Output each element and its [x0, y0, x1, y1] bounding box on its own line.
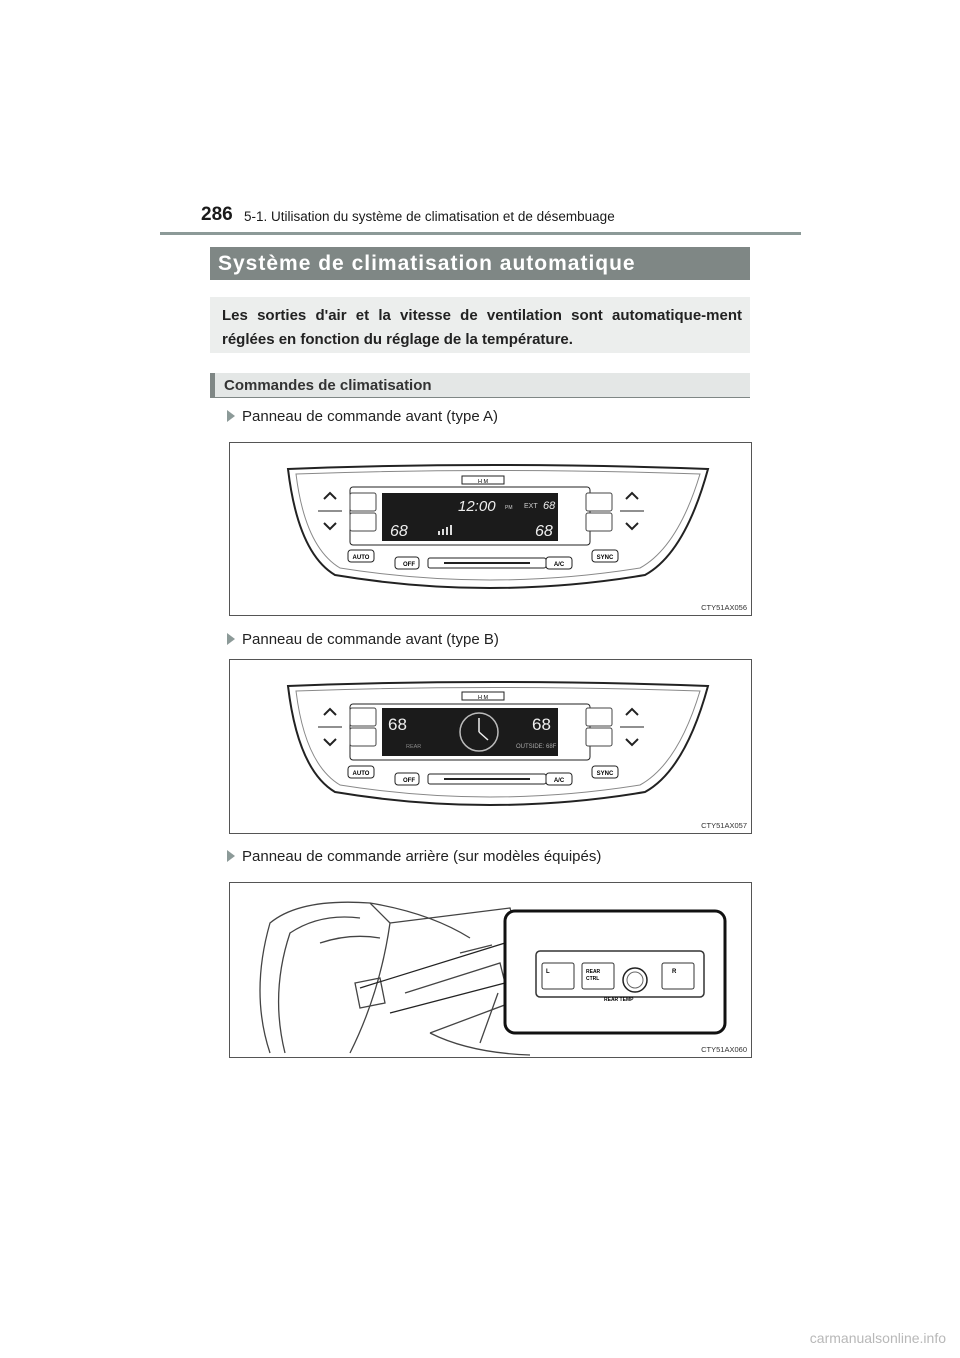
rear-ctrl-label-1: REAR	[586, 969, 601, 975]
off-label: OFF	[403, 778, 415, 784]
temp-down-right-icon[interactable]	[625, 522, 639, 531]
ac-label: A/C	[554, 778, 565, 784]
sync-label: SYNC	[597, 555, 614, 561]
rear-ctrl-label-2: CTRL	[586, 976, 599, 982]
right-seat-heater-button[interactable]	[661, 962, 695, 990]
bullet-label: Panneau de commande avant (type B)	[242, 631, 499, 648]
figure-rear-panel: L REAR CTRL REAR TEMP R CTY51AX060	[229, 882, 752, 1058]
display-ext-label: EXT	[524, 503, 538, 510]
display-temp-left: 68	[390, 523, 408, 540]
subsection-marker	[210, 373, 215, 398]
triangle-bullet-icon	[227, 850, 235, 862]
display-rear-label: REAR	[406, 744, 421, 750]
temp-down-left-icon[interactable]	[323, 738, 337, 747]
ac-button[interactable]	[545, 556, 573, 570]
bullet-item-rear: Panneau de commande arrière (sur modèles…	[227, 848, 601, 865]
header-rule	[160, 232, 801, 235]
off-button[interactable]	[394, 556, 420, 570]
bullet-label: Panneau de commande avant (type A)	[242, 408, 498, 425]
off-label: OFF	[403, 562, 415, 568]
bullet-item-type-a: Panneau de commande avant (type A)	[227, 408, 498, 425]
rear-defrost-button[interactable]	[585, 707, 613, 727]
temp-up-right-icon[interactable]	[625, 707, 639, 716]
temp-up-right-icon[interactable]	[625, 491, 639, 500]
temp-down-right-icon[interactable]	[625, 738, 639, 747]
display-ext-temp: 68	[543, 500, 556, 512]
rear-defrost-button[interactable]	[585, 492, 613, 512]
front-defrost-button[interactable]	[349, 707, 377, 727]
display-screen	[382, 493, 558, 541]
left-seat-heater-button[interactable]	[541, 962, 575, 990]
figure-code: CTY51AX060	[701, 1045, 747, 1054]
sync-button[interactable]	[591, 549, 619, 563]
subsection-bar	[210, 373, 750, 398]
ac-label: A/C	[554, 562, 565, 568]
display-temp-right: 68	[532, 715, 551, 734]
auto-label: AUTO	[353, 555, 370, 561]
off-button[interactable]	[394, 772, 420, 786]
ac-button[interactable]	[545, 772, 573, 786]
auto-button[interactable]	[347, 765, 375, 779]
figure-panel-type-b: H M 68 68 REAR OUTSIDE: 68F AUTO OFF A/C…	[229, 659, 752, 834]
temp-down-left-icon[interactable]	[323, 522, 337, 531]
sync-button[interactable]	[591, 765, 619, 779]
display-outside-temp: OUTSIDE: 68F	[516, 744, 557, 750]
triangle-bullet-icon	[227, 410, 235, 422]
auto-label: AUTO	[353, 771, 370, 777]
figure-code: CTY51AX057	[701, 821, 747, 830]
temp-up-left-icon[interactable]	[323, 707, 337, 716]
fan-level-icon	[438, 525, 452, 535]
subsection-title: Commandes de climatisation	[224, 377, 432, 394]
rear-seat-illustration: L REAR CTRL REAR TEMP R	[259, 901, 727, 1056]
climate-panel-b-illustration: H M 68 68 REAR OUTSIDE: 68F AUTO OFF A/C…	[286, 681, 710, 806]
chapter-title: 5-1. Utilisation du système de climatisa…	[244, 209, 615, 224]
air-outlet-button[interactable]	[349, 512, 377, 532]
analog-clock-icon	[459, 712, 499, 752]
display-clock: 12:00	[458, 498, 496, 515]
intro-text: Les sorties d'air et la vitesse de venti…	[222, 307, 742, 348]
sync-label: SYNC	[597, 771, 614, 777]
intro-box	[210, 297, 750, 353]
rear-temp-label: REAR TEMP	[604, 997, 634, 1003]
left-label: L	[546, 969, 550, 975]
hm-buttons: H M	[478, 695, 489, 701]
recirculation-button[interactable]	[585, 512, 613, 532]
bullet-label: Panneau de commande arrière (sur modèles…	[242, 848, 602, 865]
recirculation-button[interactable]	[585, 727, 613, 747]
rear-ctrl-button[interactable]	[581, 962, 615, 990]
hm-buttons: H M	[478, 479, 489, 485]
figure-code: CTY51AX056	[701, 603, 747, 612]
section-title: Système de climatisation automatique	[218, 252, 636, 275]
display-temp-right: 68	[535, 523, 553, 540]
page-number: 286	[201, 204, 233, 225]
section-title-bar	[210, 247, 750, 280]
bullet-item-type-b: Panneau de commande avant (type B)	[227, 631, 499, 648]
right-label: R	[672, 969, 677, 975]
figure-panel-type-a: H M 12:00 PM EXT 68 68 68 AUTO OFF A/C S…	[229, 442, 752, 616]
display-temp-left: 68	[388, 715, 407, 734]
climate-panel-a-illustration: H M 12:00 PM EXT 68 68 68 AUTO OFF A/C S…	[286, 464, 710, 589]
auto-button[interactable]	[347, 549, 375, 563]
triangle-bullet-icon	[227, 633, 235, 645]
site-watermark: carmanualsonline.info	[809, 1330, 946, 1346]
display-pm: PM	[505, 505, 513, 511]
front-defrost-button[interactable]	[349, 492, 377, 512]
temp-up-left-icon[interactable]	[323, 491, 337, 500]
air-outlet-button[interactable]	[349, 727, 377, 747]
